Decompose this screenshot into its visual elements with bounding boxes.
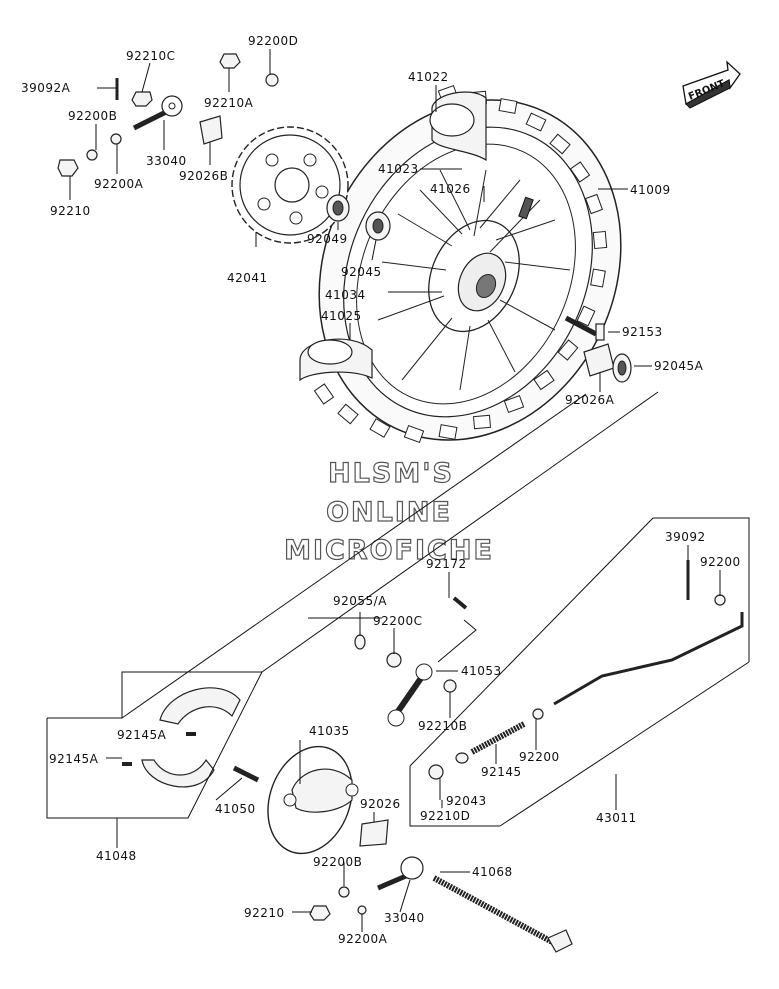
label-33040-lower: 33040 [384, 911, 425, 925]
watermark-line-1: HLSM'S [328, 458, 454, 489]
label-39092: 39092 [665, 530, 706, 544]
brake-panel-assembly [267, 745, 359, 855]
watermark-line-2: ONLINE [326, 497, 452, 528]
brake-shoes [122, 687, 241, 788]
label-92055-A: 92055/A [333, 594, 387, 608]
label-39092A: 39092A [21, 81, 71, 95]
label-41025: 41025 [321, 309, 362, 323]
label-92145A-lower: 92145A [49, 752, 99, 766]
label-41035: 41035 [309, 724, 350, 738]
front-arrow-icon: FRONT [682, 60, 741, 109]
label-41009: 41009 [630, 183, 671, 197]
label-41068: 41068 [472, 865, 513, 879]
label-92200D: 92200D [248, 34, 298, 48]
label-92210-lower: 92210 [244, 906, 285, 920]
label-43011: 43011 [596, 811, 637, 825]
label-92153: 92153 [622, 325, 663, 339]
label-41034: 41034 [325, 288, 366, 302]
label-92210-upper: 92210 [50, 204, 91, 218]
label-92200-right: 92200 [700, 555, 741, 569]
label-41026: 41026 [430, 182, 471, 196]
label-92049: 92049 [307, 232, 348, 246]
label-92200B-upper: 92200B [68, 109, 117, 123]
rear-wheel-assembly [299, 84, 622, 444]
part-labels: 39092A 92210C 92200D 92210A 92200B 33040… [21, 34, 741, 946]
label-92026A: 92026A [565, 393, 615, 407]
label-92172: 92172 [426, 557, 467, 571]
label-92210C: 92210C [126, 49, 176, 63]
label-42041: 42041 [227, 271, 268, 285]
label-92200C: 92200C [373, 614, 423, 628]
label-92026: 92026 [360, 797, 401, 811]
label-92200A-lower: 92200A [338, 932, 388, 946]
rear-sprocket [231, 126, 349, 244]
label-92145A-upper: 92145A [117, 728, 167, 742]
label-92043: 92043 [446, 794, 487, 808]
label-92200-lower: 92200 [519, 750, 560, 764]
label-92210B: 92210B [418, 719, 467, 733]
label-41022: 41022 [408, 70, 449, 84]
label-92045A: 92045A [654, 359, 704, 373]
lower-small-parts [232, 560, 744, 953]
leader-lines [69, 49, 721, 932]
label-33040-upper: 33040 [146, 154, 187, 168]
group-outlines [46, 391, 750, 827]
label-92026B: 92026B [179, 169, 228, 183]
label-92145: 92145 [481, 765, 522, 779]
label-41048: 41048 [96, 849, 137, 863]
label-92210D: 92210D [420, 809, 470, 823]
upper-small-parts [57, 53, 632, 383]
label-92210A: 92210A [204, 96, 254, 110]
label-41050: 41050 [215, 802, 256, 816]
label-92045: 92045 [341, 265, 382, 279]
watermark-line-3: MICROFICHE [284, 535, 494, 566]
label-41053: 41053 [461, 664, 502, 678]
label-92200B-lower: 92200B [313, 855, 362, 869]
label-92200A-upper: 92200A [94, 177, 144, 191]
label-41023: 41023 [378, 162, 419, 176]
